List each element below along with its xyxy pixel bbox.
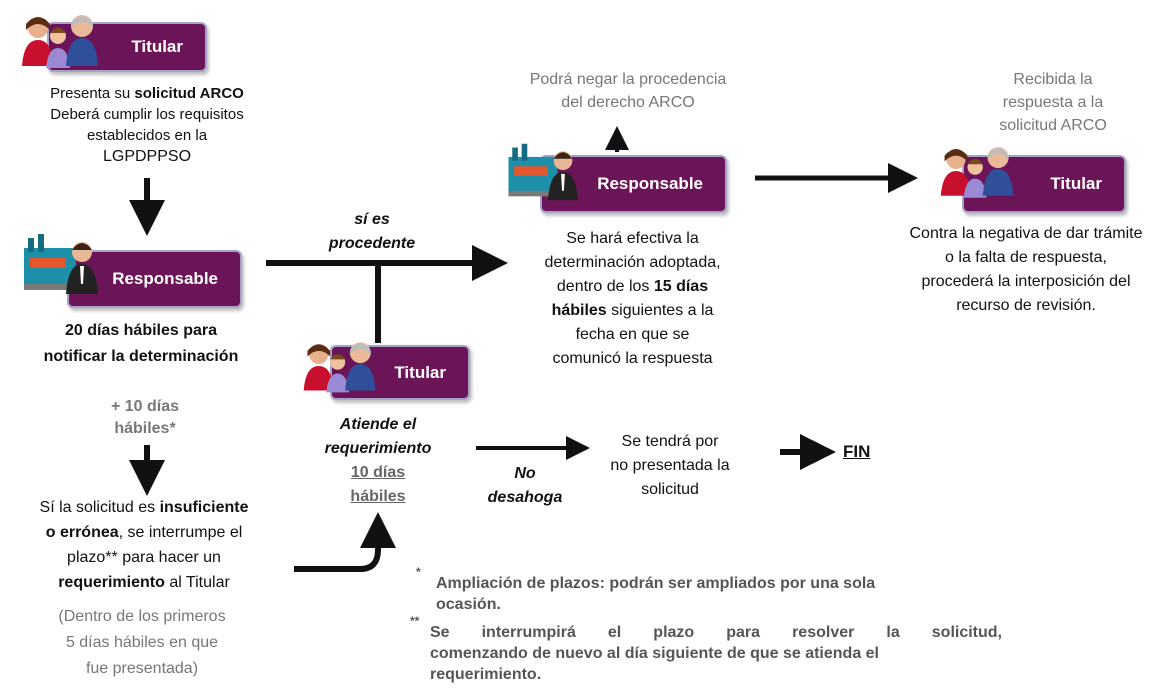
not-presented-text: Se tendrá por no presentada la solicitud xyxy=(580,430,760,502)
note2a: Se interrumpirá el plazo para resolver l… xyxy=(430,624,1002,641)
step2-text: 20 días hábiles para notificar la determ… xyxy=(6,318,276,370)
eff-t6: comunicó la respuesta xyxy=(552,350,713,367)
step3-l4-post: al Titular xyxy=(164,574,230,591)
step1-line2: Deberá cumplir los requisitos xyxy=(50,106,244,123)
step3-text: Sí la solicitud es insuficiente o erróne… xyxy=(2,495,286,595)
titular-label-right: Titular xyxy=(1050,174,1102,193)
eff-t5: fecha en que se xyxy=(575,326,690,343)
no-2: desahoga xyxy=(487,489,563,506)
step3-p3: fue presentada) xyxy=(85,660,199,677)
requirement-text: Atiende el requerimiento 10 días hábiles xyxy=(298,413,458,509)
step1-line1-bold: solicitud ARCO xyxy=(134,85,244,102)
extension-line2: hábiles* xyxy=(114,420,176,437)
step2-extension: + 10 días hábiles* xyxy=(60,396,230,440)
responsable-label-right: Responsable xyxy=(597,174,703,193)
arrow-requirement-curve xyxy=(294,512,396,572)
np-l3: solicitud xyxy=(641,481,699,498)
np-l1: Se tendrá por xyxy=(621,433,719,450)
extension-line1: + 10 días xyxy=(110,398,180,415)
requirement-l1: Atiende el xyxy=(339,416,417,433)
step3-p2: 5 días hábiles en que xyxy=(65,634,219,651)
requirement-l3: 10 días xyxy=(350,464,406,481)
procedente-2: procedente xyxy=(328,235,416,252)
step3-l1-pre: Sí la solicitud es xyxy=(39,499,160,516)
eff-t1: Se hará efectiva la xyxy=(566,230,699,247)
step3-l4-bold: requerimiento xyxy=(58,574,165,591)
no-desahoga-label: No desahoga xyxy=(470,462,580,510)
app-c2: o la falta de respuesta, xyxy=(945,249,1107,266)
people-icon xyxy=(940,147,1014,198)
rec-2: respuesta a la xyxy=(1002,94,1104,111)
step3-parenthesis: (Dentro de los primeros 5 días hábiles e… xyxy=(22,604,262,682)
no-1: No xyxy=(514,465,536,482)
app-c3: procederá la interposición del xyxy=(921,273,1131,290)
procedente-label: sí es procedente xyxy=(312,208,432,256)
step2-line2: notificar la determinación xyxy=(43,348,239,365)
note2c: requerimiento. xyxy=(430,666,542,683)
note2b: comenzando de nuevo al día siguiente de … xyxy=(430,645,879,662)
deny-1: Podrá negar la procedencia xyxy=(529,71,727,88)
responsable-label: Responsable xyxy=(112,269,218,288)
footnote-star-1: * xyxy=(416,565,421,579)
titular-label: Titular xyxy=(131,37,183,56)
step1-line4: LGPDPPSO xyxy=(102,148,192,165)
step3-l2-post: , se interrumpe el xyxy=(118,524,243,541)
deny-text: Podrá negar la procedencia del derecho A… xyxy=(497,68,759,114)
app-c1: Contra la negativa de dar trámite xyxy=(909,225,1143,242)
step3-l1-bold: insuficiente xyxy=(159,499,249,516)
eff-t2: determinación adoptada, xyxy=(544,254,721,271)
responsable-box-left: Responsable xyxy=(67,250,242,308)
procedente-1: sí es xyxy=(354,211,390,228)
requirement-l4: hábiles xyxy=(350,488,406,505)
eff-t3-pre: dentro de los xyxy=(556,278,654,295)
note1b: ocasión. xyxy=(436,596,501,613)
requirement-l2: requerimiento xyxy=(324,440,432,457)
step1-line1-pre: Presenta su xyxy=(50,85,135,102)
people-icon xyxy=(303,342,376,393)
footnote-2: Se interrumpirá el plazo para resolver l… xyxy=(430,622,1002,685)
eff-t4-bold: hábiles xyxy=(551,302,607,319)
step3-l3: plazo** para hacer un xyxy=(67,549,221,566)
eff-t4-post: siguientes a la xyxy=(606,302,714,319)
np-l2: no presentada la xyxy=(610,457,730,474)
rec-3: solicitud ARCO xyxy=(999,117,1107,134)
step3-p1: (Dentro de los primeros xyxy=(58,608,226,625)
footnote-1: Ampliación de plazos: podrán ser ampliad… xyxy=(436,573,976,615)
step1-line3: establecidos en la xyxy=(86,127,208,144)
received-text: Recibida la respuesta a la solicitud ARC… xyxy=(960,68,1146,137)
eff-t3-bold: 15 días xyxy=(653,278,709,295)
footnote-star-2: ** xyxy=(410,614,420,628)
note1a: Ampliación de plazos: podrán ser ampliad… xyxy=(436,575,876,592)
factory-person-icon xyxy=(508,143,578,201)
titular-label-middle: Titular xyxy=(394,362,446,382)
factory-person-icon xyxy=(24,234,98,294)
rec-1: Recibida la xyxy=(1013,71,1093,88)
people-icon xyxy=(22,15,98,68)
step3-l2-bold: o errónea xyxy=(45,524,119,541)
step1-text: Presenta su solicitud ARCO Deberá cumpli… xyxy=(12,83,282,167)
effective-text: Se hará efectiva la determinación adopta… xyxy=(505,227,760,371)
fin-label: FIN xyxy=(843,442,871,461)
appeal-text: Contra la negativa de dar trámite o la f… xyxy=(878,222,1174,318)
deny-2: del derecho ARCO xyxy=(561,94,695,111)
app-c4: recurso de revisión. xyxy=(956,297,1096,314)
step2-line1: 20 días hábiles para xyxy=(64,322,218,339)
